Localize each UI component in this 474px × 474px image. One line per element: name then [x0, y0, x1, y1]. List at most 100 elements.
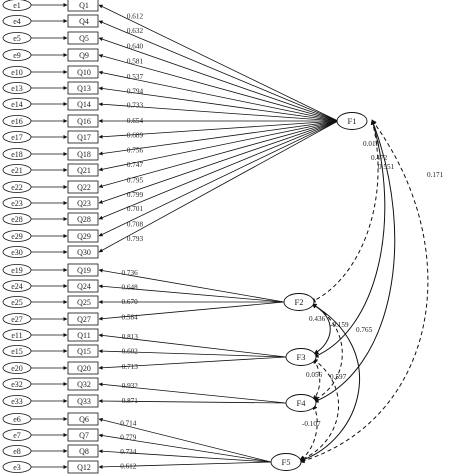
latent-factor-label: F2: [295, 297, 304, 307]
item-label: Q6: [79, 415, 89, 424]
loading-weight: 0.612: [127, 13, 144, 21]
loading-weight: 0.733: [127, 102, 144, 110]
item-label: Q1: [79, 1, 89, 10]
loading-weight: 0.648: [122, 284, 139, 292]
error-node: [2, 445, 32, 457]
loading-weight: 0.612: [120, 463, 137, 471]
item-label: Q20: [77, 364, 91, 373]
loading-arrow: [98, 120, 339, 253]
item-label: Q8: [79, 447, 89, 456]
loading-arrow: [98, 461, 272, 469]
item-label: Q10: [77, 68, 91, 77]
error-node: [2, 246, 32, 258]
item-label: Q33: [77, 397, 91, 406]
item-box: [67, 163, 99, 177]
latent-factor-f2: [283, 293, 315, 311]
error-label: e6: [13, 415, 21, 424]
loading-weight: 0.734: [120, 448, 137, 456]
error-node: [2, 264, 32, 276]
error-node: [2, 82, 32, 94]
covariance-f2-f4: [311, 303, 343, 401]
error-node: [2, 32, 32, 44]
item-label: Q17: [77, 133, 91, 142]
error-node: [2, 230, 32, 242]
loading-weight: 0.714: [120, 419, 137, 427]
loading-weight: 0.871: [122, 397, 139, 405]
loading-weight: 0.713: [122, 363, 139, 371]
error-label: e25: [11, 298, 23, 307]
error-node: [2, 296, 32, 308]
covariance-label: 0.436: [309, 315, 326, 323]
error-label: e13: [11, 84, 23, 93]
item-label: Q14: [77, 100, 91, 109]
item-box: [67, 14, 99, 28]
error-node: [2, 378, 32, 390]
item-box: [67, 312, 99, 326]
latent-factor-f3: [285, 348, 317, 366]
item-box: [67, 114, 99, 128]
loading-arrow: [98, 86, 339, 122]
loading-arrow: [98, 120, 339, 139]
loading-weight: 0.602: [122, 348, 139, 356]
loading-arrow: [98, 54, 339, 122]
error-label: e5: [13, 34, 21, 43]
item-box: [67, 147, 99, 161]
loading-weight: 0.747: [127, 161, 144, 169]
covariance-label: 0.551: [378, 163, 395, 171]
error-label: e19: [11, 266, 23, 275]
error-label: e29: [11, 232, 23, 241]
loading-arrow: [98, 4, 339, 122]
loading-arrow: [98, 284, 285, 303]
item-label: Q9: [79, 51, 89, 60]
item-box: [67, 377, 99, 391]
item-box: [67, 31, 99, 45]
covariance-label: 0.472: [371, 154, 388, 162]
loading-arrow: [98, 120, 339, 204]
loading-weight: 0.654: [127, 117, 144, 125]
item-box: [67, 130, 99, 144]
loading-arrow: [98, 399, 287, 404]
error-node: [2, 395, 32, 407]
item-label: Q29: [77, 232, 91, 241]
covariance-f3-f5: [299, 358, 339, 461]
item-box: [67, 460, 99, 474]
item-label: Q15: [77, 347, 91, 356]
item-label: Q22: [77, 183, 91, 192]
item-label: Q30: [77, 248, 91, 257]
error-label: e23: [11, 199, 23, 208]
loading-weight: 0.794: [127, 87, 144, 95]
covariance-f1-f5: [299, 119, 429, 464]
error-label: e32: [11, 380, 23, 389]
error-label: e16: [11, 117, 23, 126]
loading-arrow: [98, 333, 287, 358]
latent-factor-label: F5: [282, 457, 291, 467]
error-node: [2, 429, 32, 441]
item-box: [67, 263, 99, 277]
item-box: [67, 295, 99, 309]
item-box: [67, 65, 99, 79]
covariance-label: 0.056: [306, 371, 323, 379]
item-label: Q19: [77, 266, 91, 275]
error-node: [2, 413, 32, 425]
loading-weight: 0.813: [122, 333, 139, 341]
loading-weight: 0.632: [127, 27, 144, 35]
loading-arrow: [98, 120, 339, 220]
error-label: e20: [11, 364, 23, 373]
error-label: e27: [11, 315, 23, 324]
error-node: [2, 461, 32, 473]
loading-arrow: [98, 417, 272, 463]
error-node: [2, 131, 32, 143]
loading-weight: 0.584: [122, 313, 139, 321]
error-node: [2, 213, 32, 225]
loading-arrow: [98, 433, 272, 463]
covariance-f4-f5: [299, 404, 318, 461]
item-box: [67, 81, 99, 95]
error-node: [2, 15, 32, 27]
covariance-label: 0.597: [330, 373, 347, 381]
covariance-f2-f3: [311, 303, 331, 355]
error-node: [2, 148, 32, 160]
item-label: Q5: [79, 34, 89, 43]
loading-weight: 0.799: [127, 191, 144, 199]
